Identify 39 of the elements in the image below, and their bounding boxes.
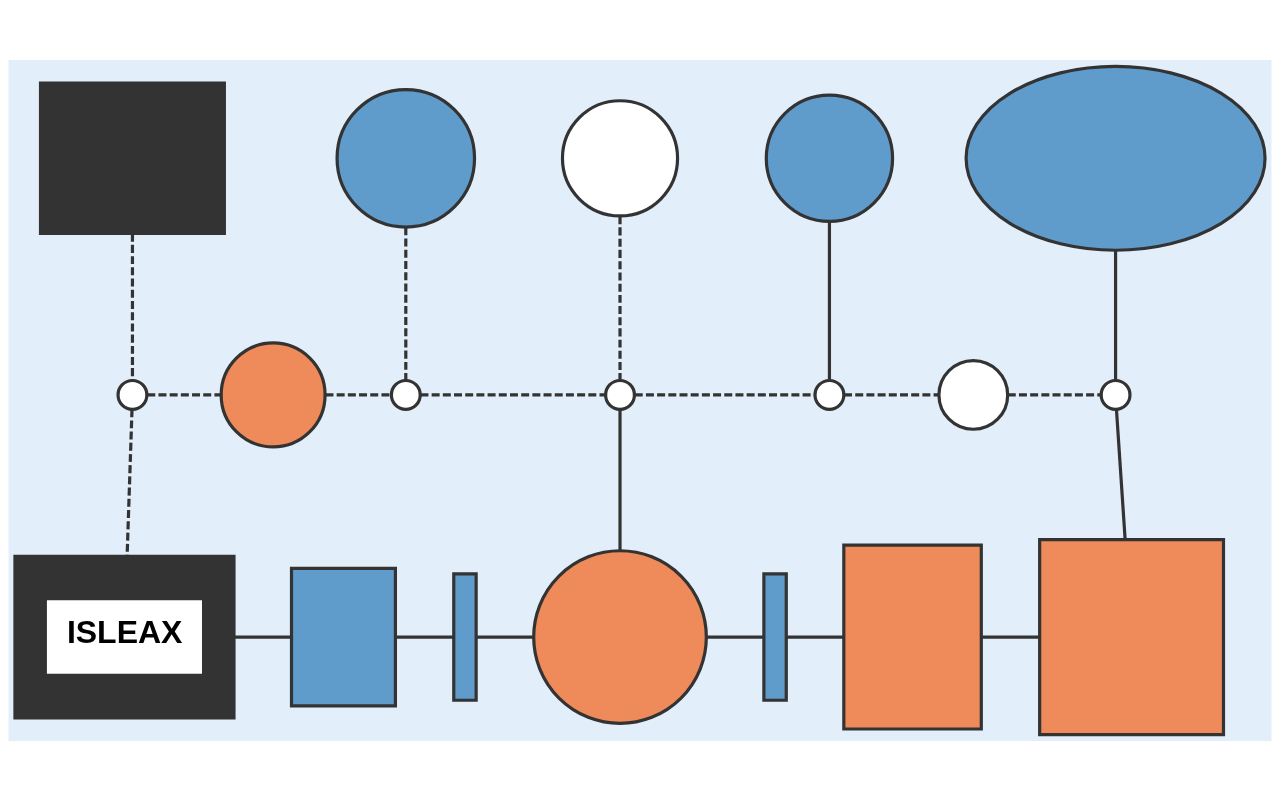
connector [395,635,454,639]
node-cloud [964,64,1267,252]
connector [786,635,844,639]
connector [325,392,392,396]
connector [827,221,832,380]
connector [147,392,222,396]
node-circle [116,378,149,411]
node-circle [219,340,327,448]
connector [981,635,1040,639]
node-circle [604,378,636,411]
node-box [289,566,398,707]
node-circle [389,378,422,411]
connector [706,635,764,639]
connector [404,226,408,380]
node-circle [1099,378,1132,411]
connector [618,215,622,380]
connector [634,392,815,396]
connector [125,408,134,556]
node-box [842,543,983,731]
connector [1114,408,1127,539]
node-box [38,81,226,235]
node-circle [764,93,895,223]
connector [420,392,606,396]
node-circle [335,87,477,229]
node-circle [532,548,708,725]
node-circle [813,378,846,411]
node-box: ISLEAX [13,554,236,719]
connector [844,392,939,396]
connector [476,635,534,639]
node-circle [560,98,680,217]
node-box [1038,537,1226,736]
node-circle [937,358,1010,431]
connector [1114,250,1118,380]
connector [130,233,135,380]
connector [618,408,622,550]
connector [233,635,292,639]
node-bar [452,571,478,702]
node-bar [762,571,788,702]
connector [1007,392,1101,396]
